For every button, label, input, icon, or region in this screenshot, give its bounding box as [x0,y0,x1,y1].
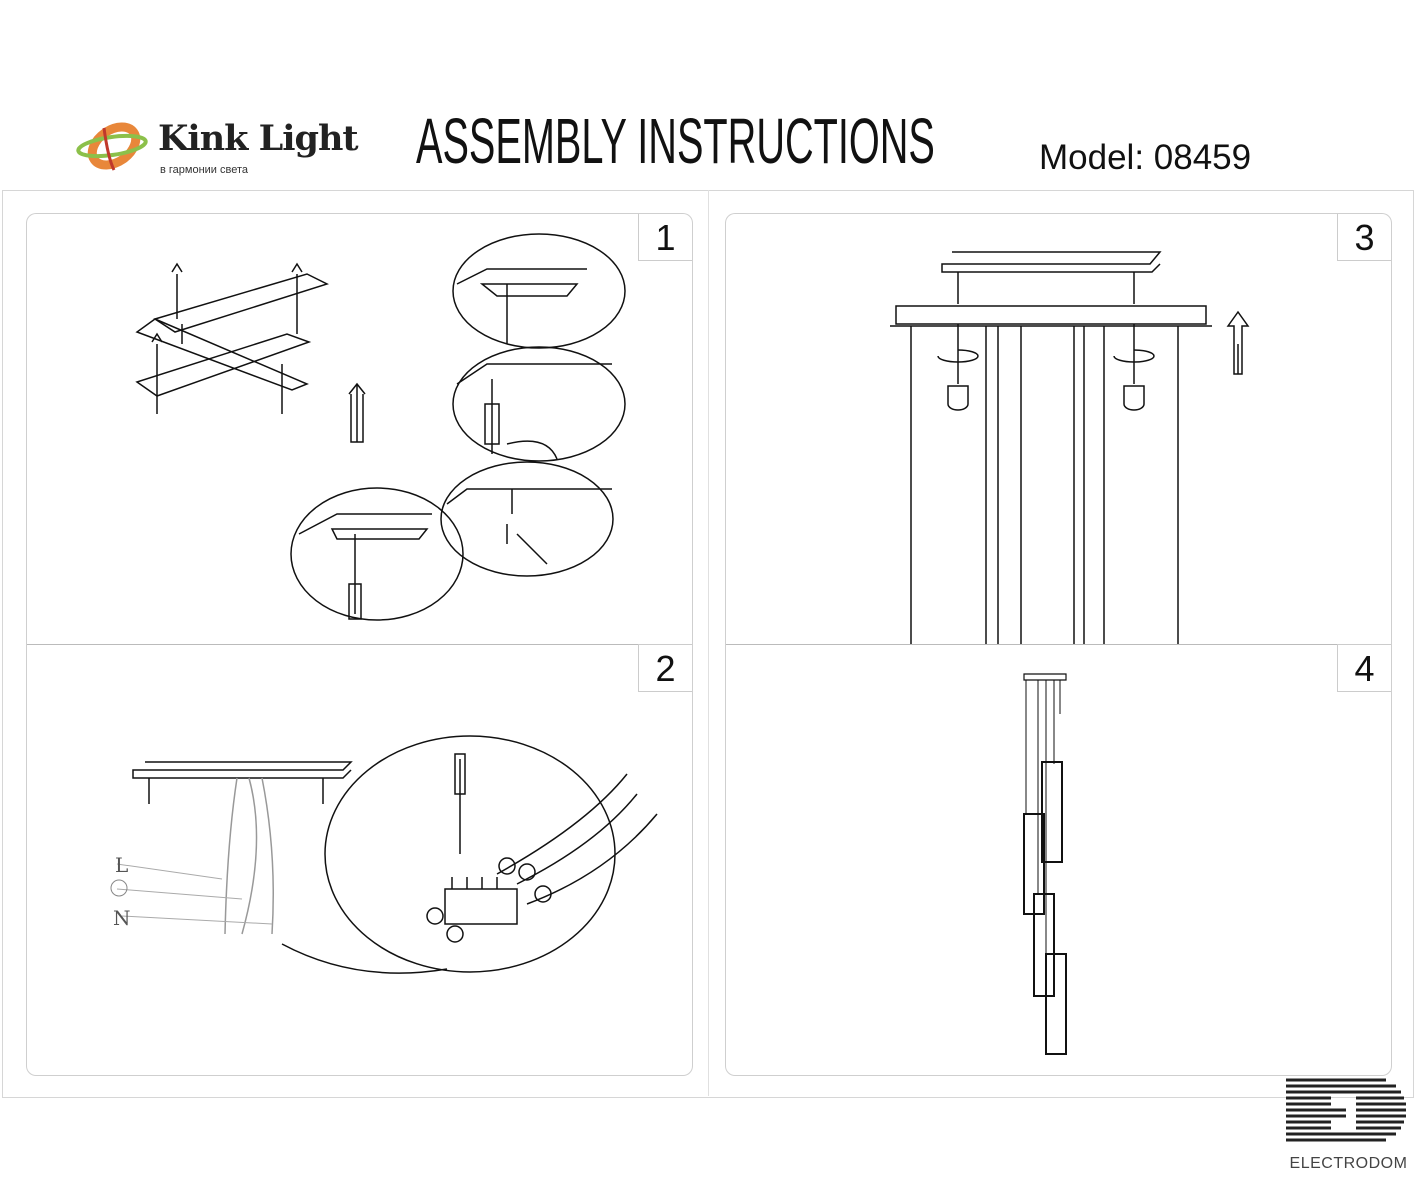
wire-label-live: L [115,853,128,877]
mounting-bracket-illustration [135,233,626,621]
step-1-panel: 1 [26,213,693,645]
finished-pendant-illustration [1023,673,1067,1055]
canopy-mounting-illustration [890,251,1250,644]
step-number: 3 [1337,214,1391,261]
wire-label-neutral: N [113,906,131,930]
wire-labels: L N [110,853,131,930]
step-number: 1 [638,214,692,261]
step-number: 4 [1337,644,1391,692]
step-2-panel: 2 L N [26,644,693,1076]
step-number: 2 [638,644,692,692]
model-number: Model: 08459 [1039,138,1252,177]
step-4-panel: 4 [725,644,1392,1076]
brand-name: Kink Light [158,118,359,159]
page-title: ASSEMBLY INSTRUCTIONS [416,105,935,177]
brand-logo-icon [76,122,148,171]
brand-logo: Kink Light в гармонии света [74,108,359,188]
electrodom-name: ELECTRODOM [1289,1155,1408,1172]
step-3-panel: 3 [725,213,1392,645]
brand-tagline: в гармонии света [160,164,249,176]
wiring-illustration [116,735,658,974]
electrodom-watermark: ELECTRODOM [1286,1077,1411,1177]
ground-icon [110,879,128,897]
column-divider [708,190,709,1096]
electrodom-logo-icon [1286,1078,1406,1142]
